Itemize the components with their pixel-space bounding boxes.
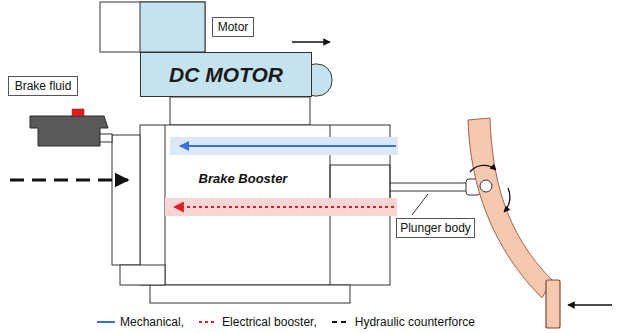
push-rod (390, 183, 470, 184)
part-label-box: Motor (212, 17, 254, 37)
legend-text: Electrical booster, (222, 315, 317, 329)
pedal-pad (546, 280, 560, 328)
legend-item: Hydraulic counterforce (331, 315, 475, 329)
legend-line (97, 321, 115, 323)
booster-name: Brake Booster (199, 171, 288, 187)
electrical-band (165, 198, 397, 216)
motion-arrow (292, 41, 330, 43)
part-label: Plunger body (400, 221, 471, 235)
reservoir-pipe (100, 134, 112, 142)
booster-title-area: Brake Booster (188, 169, 298, 189)
pedal-force-arrow (568, 304, 612, 306)
motor-housing (100, 2, 205, 52)
motor-name: DC MOTOR (169, 63, 283, 87)
gear-housing (170, 97, 310, 125)
legend-item: Electrical booster, (198, 315, 317, 329)
mechanical-band (170, 137, 398, 155)
motor-upper-block (140, 2, 205, 52)
body-lower-step (120, 265, 165, 285)
legend-text: Hydraulic counterforce (355, 315, 475, 329)
motor-body: DC MOTOR (140, 52, 312, 97)
pedal-pivot (480, 180, 492, 192)
legend-text: Mechanical, (120, 315, 184, 329)
legend-sample (96, 317, 116, 327)
rotation-arrow (504, 188, 510, 212)
rotation-arrow (470, 165, 496, 172)
leader-line (412, 194, 428, 215)
part-label-box: Brake fluid (8, 76, 78, 96)
brake-pedal (468, 118, 552, 298)
hydraulic-arrow (10, 179, 128, 182)
mechanical-arrow (180, 145, 396, 147)
legend-sample (198, 317, 218, 327)
legend-line (332, 321, 350, 323)
legend-item: Mechanical, (96, 315, 184, 329)
legend-sample (331, 317, 351, 327)
part-label: Brake fluid (15, 79, 72, 93)
body-lower-step (150, 285, 350, 303)
electrical-arrow (174, 206, 394, 208)
push-rod (390, 191, 470, 192)
legend-line (199, 321, 217, 323)
fluid-reservoir (30, 116, 108, 146)
legend: Mechanical, Electrical booster, Hydraulic … (96, 315, 489, 329)
part-label: Motor (218, 20, 249, 34)
reservoir-cap (72, 109, 84, 116)
master-cylinder-flange (112, 135, 140, 265)
part-label-box: Plunger body (396, 218, 475, 238)
